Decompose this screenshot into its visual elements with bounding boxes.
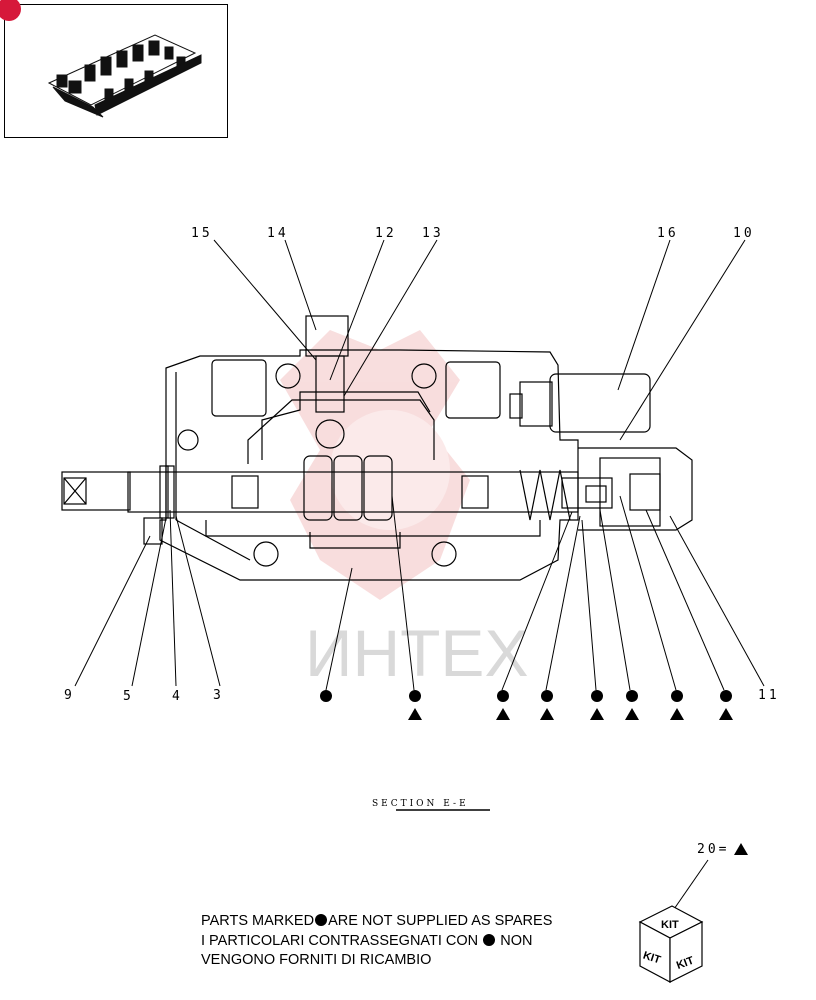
kit-cube-icon — [638, 905, 704, 983]
callout-13: 13 — [422, 226, 444, 241]
dot-icon — [720, 690, 732, 702]
kit-cube-label-right: KIT — [675, 955, 696, 972]
triangle-icon — [540, 708, 554, 720]
notes-block: PARTS MARKED ARE NOT SUPPLIED AS SPARES I… — [201, 912, 621, 971]
valve-assembly-thumbnail-icon — [47, 34, 202, 118]
callout-3: 3 — [213, 688, 224, 703]
notes-line-1: PARTS MARKED ARE NOT SUPPLIED AS SPARES — [201, 912, 621, 932]
callout-5: 5 — [123, 689, 134, 704]
dot-icon — [497, 690, 509, 702]
kit-note-text: 20= — [697, 842, 729, 857]
callout-16: 16 — [657, 226, 679, 241]
dot-icon — [315, 914, 328, 926]
watermark-logo — [280, 330, 470, 600]
triangle-icon — [734, 843, 748, 855]
notes-line-1-end: ARE NOT SUPPLIED AS SPARES — [328, 913, 553, 929]
callout-11: 11 — [758, 688, 780, 703]
valve-body — [61, 315, 693, 581]
badge-icon — [0, 0, 21, 21]
callout-15: 15 — [191, 226, 213, 241]
dot-icon — [409, 690, 421, 702]
section-title: SECTION E-E — [372, 799, 469, 809]
triangle-icon — [408, 708, 422, 720]
callout-12: 12 — [375, 226, 397, 241]
kit-cube-label-top: KIT — [661, 919, 679, 931]
kit-markers — [408, 708, 733, 720]
triangle-icon — [670, 708, 684, 720]
dot-icon — [483, 933, 496, 946]
kit-cube-label-left: KIT — [641, 950, 662, 967]
notes-line-3: VENGONO FORNITI DI RICAMBIO — [201, 952, 432, 968]
dot-icon — [541, 690, 553, 702]
notes-line-2: I PARTICOLARI CONTRASSEGNATI CON NON — [201, 932, 621, 952]
leader-lines — [74, 239, 765, 691]
kit-leader — [671, 859, 709, 913]
dot-icon — [671, 690, 683, 702]
notes-line-2-end: NON — [500, 932, 533, 949]
callout-10: 10 — [733, 226, 755, 241]
notes-line-2-start: I PARTICOLARI CONTRASSEGNATI CON — [201, 932, 479, 949]
triangle-icon — [590, 708, 604, 720]
dot-icon — [320, 690, 332, 702]
callout-14: 14 — [267, 226, 289, 241]
notes-line-1-start: PARTS MARKED — [201, 913, 315, 929]
triangle-icon — [625, 708, 639, 720]
callout-4: 4 — [172, 689, 183, 704]
not-supplied-markers — [320, 690, 732, 702]
dot-icon — [591, 690, 603, 702]
watermark-text: ИНТЕХ — [305, 616, 528, 690]
dot-icon — [626, 690, 638, 702]
thumbnail-panel[interactable] — [0, 0, 228, 138]
callout-9: 9 — [64, 688, 75, 703]
triangle-icon — [496, 708, 510, 720]
triangle-icon — [719, 708, 733, 720]
